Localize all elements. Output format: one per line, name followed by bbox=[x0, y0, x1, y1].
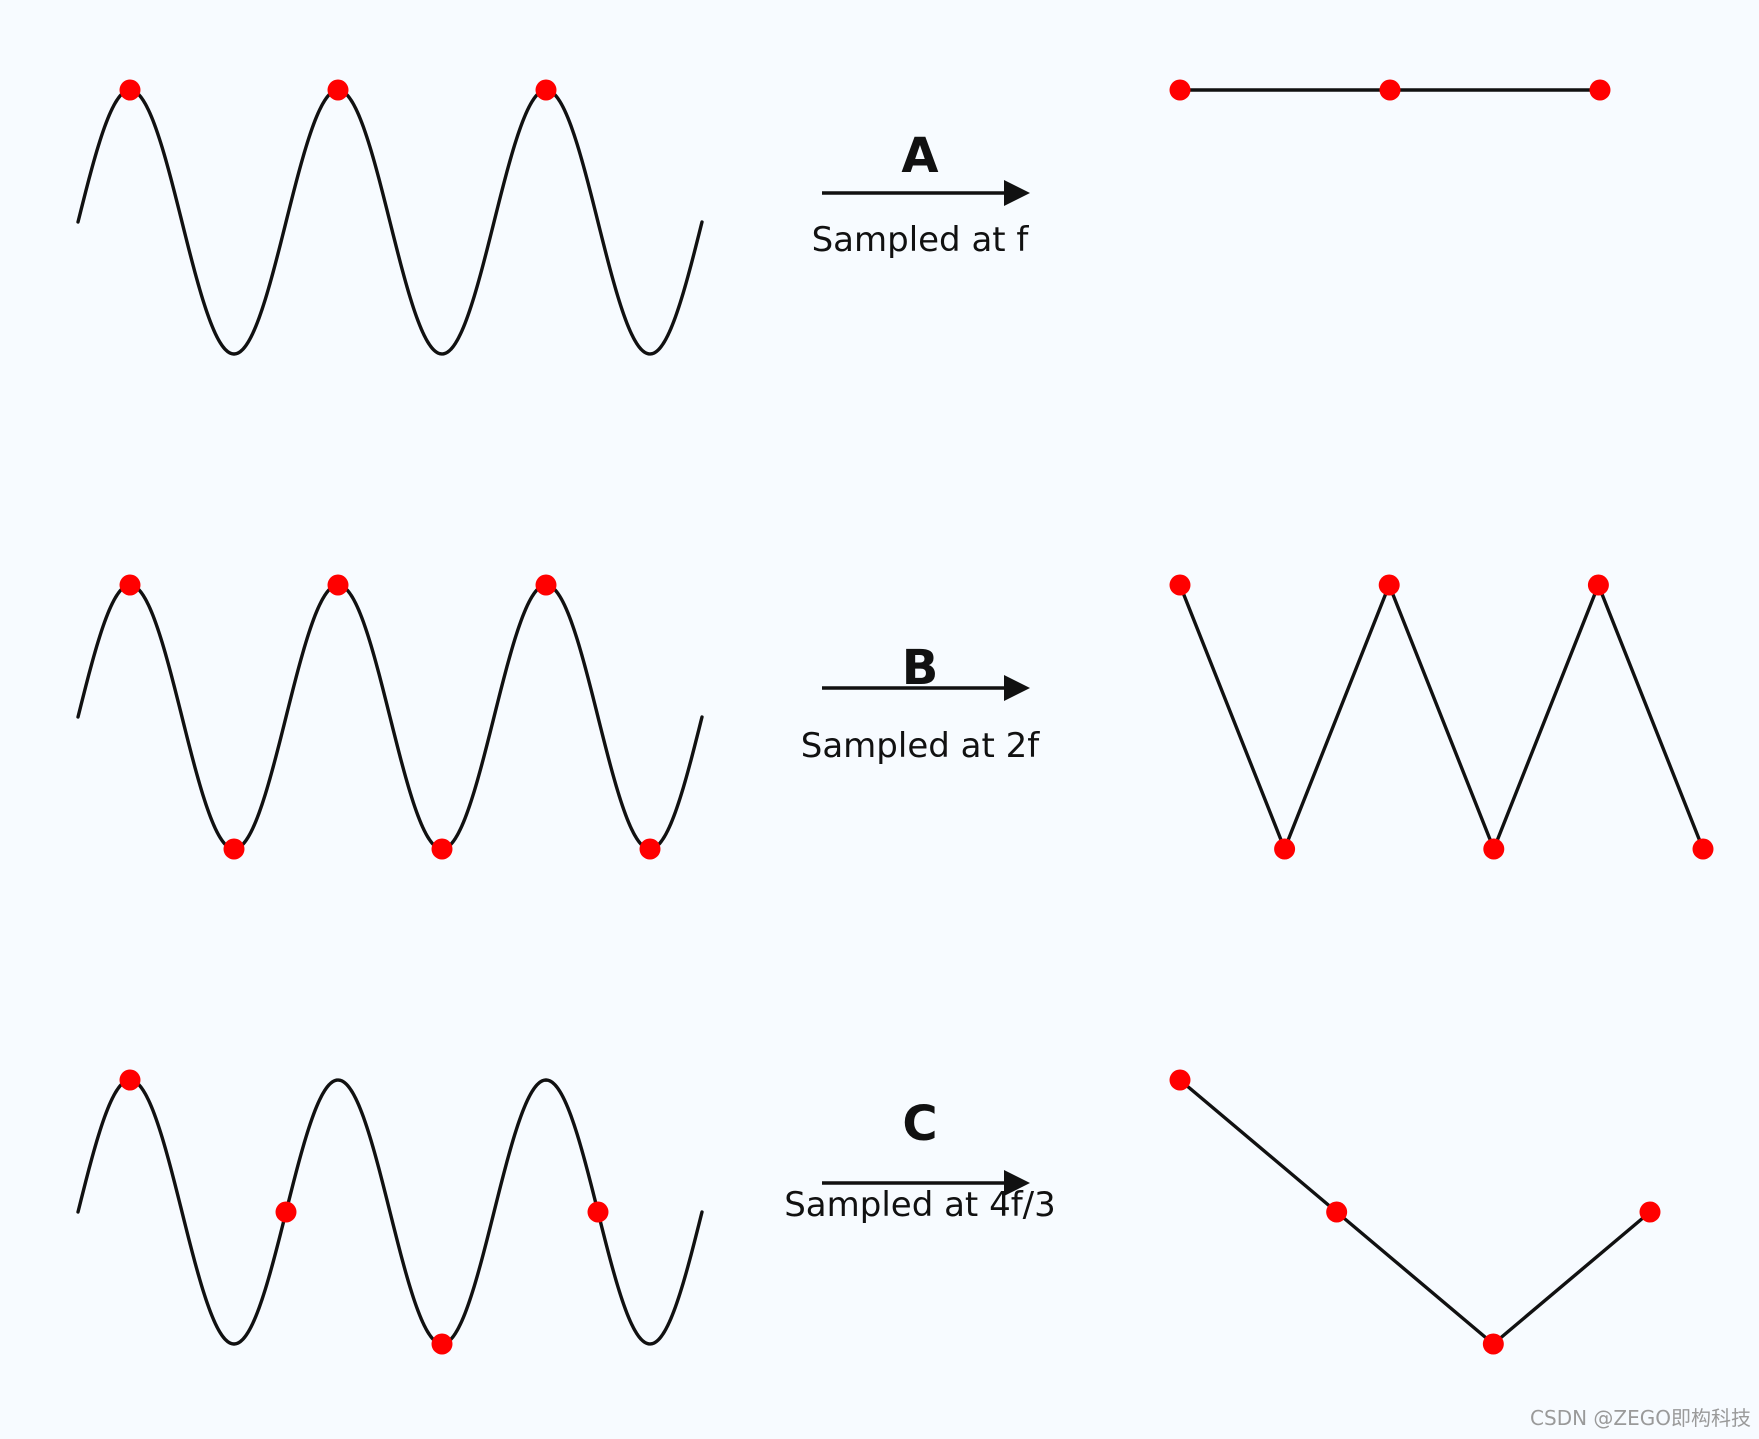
panel-b-result-point bbox=[1274, 838, 1296, 860]
panel-b-wave-sample-point bbox=[327, 574, 349, 596]
panel-a-waveform bbox=[76, 88, 704, 356]
panel-b-result-point bbox=[1692, 838, 1714, 860]
panel-b-wave-sample-point bbox=[119, 574, 141, 596]
panel-a-wave-sample-point bbox=[327, 79, 349, 101]
watermark-text: CSDN @ZEGO即构科技 bbox=[1530, 1406, 1751, 1430]
panel-b-result-point bbox=[1378, 574, 1400, 596]
panel-b-waveform bbox=[76, 583, 704, 851]
panel-a-wave-sample-point bbox=[119, 79, 141, 101]
panel-c-result-point bbox=[1169, 1069, 1191, 1091]
panel-a-caption: Sampled at f bbox=[811, 220, 1029, 260]
panel-c-result-point bbox=[1482, 1333, 1504, 1355]
panel-c-wave-sample-point bbox=[431, 1333, 453, 1355]
panel-b-arrow-head-icon bbox=[1004, 675, 1030, 701]
panel-c-result-point bbox=[1639, 1201, 1661, 1223]
panel-b-caption: Sampled at 2f bbox=[800, 726, 1040, 766]
panel-c-wave-sample-point bbox=[587, 1201, 609, 1223]
panel-c-result-point bbox=[1326, 1201, 1348, 1223]
panel-b-wave-sample-point bbox=[639, 838, 661, 860]
panel-c-result-line bbox=[1178, 1078, 1652, 1346]
panel-c-caption: Sampled at 4f/3 bbox=[784, 1185, 1056, 1225]
panel-b-wave-sample-point bbox=[431, 838, 453, 860]
panel-c-wave-sample-point bbox=[275, 1201, 297, 1223]
panel-b-result-point bbox=[1169, 574, 1191, 596]
panel-a-arrow-head-icon bbox=[1004, 180, 1030, 206]
panel-a-result-point bbox=[1169, 79, 1191, 101]
panel-b-wave-sample-point bbox=[535, 574, 557, 596]
panel-b-result-point bbox=[1483, 838, 1505, 860]
panel-c-wave-sample-point bbox=[119, 1069, 141, 1091]
panel-a-result-point bbox=[1379, 79, 1401, 101]
panel-c-label: C bbox=[902, 1096, 938, 1152]
panel-b-result-line bbox=[1178, 583, 1705, 851]
panel-b-result-point bbox=[1587, 574, 1609, 596]
panel-a-wave-sample-point bbox=[535, 79, 557, 101]
panel-c-arrow-head-icon bbox=[1004, 1170, 1030, 1196]
panel-a-label: A bbox=[901, 128, 939, 184]
panel-b-wave-sample-point bbox=[223, 838, 245, 860]
panel-a-result-point bbox=[1589, 79, 1611, 101]
panel-b-label: B bbox=[901, 640, 939, 696]
